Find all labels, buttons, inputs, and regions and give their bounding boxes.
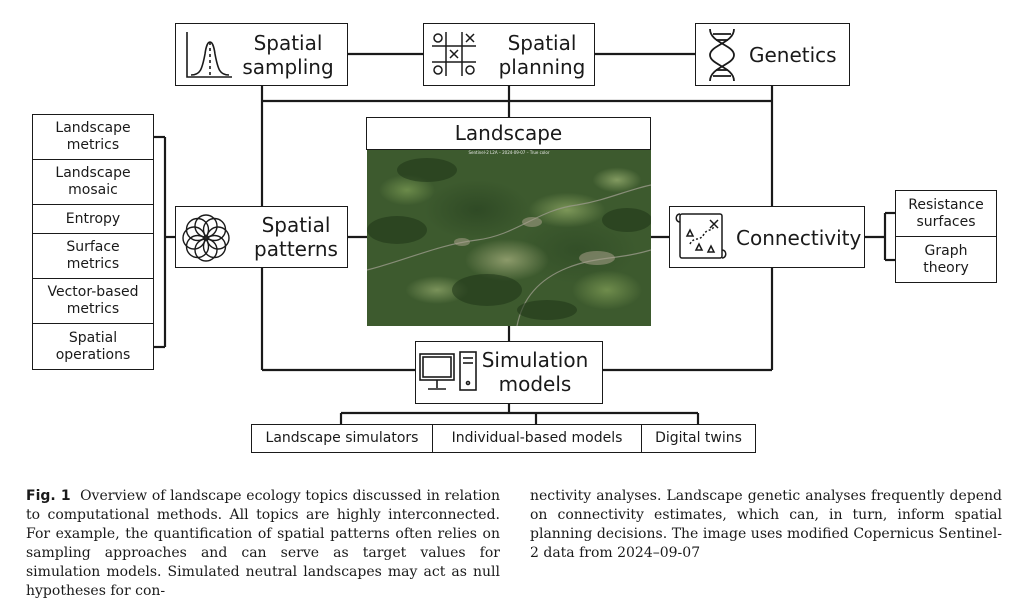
figure-caption-right: nectivity analyses. Landscape genetic an… — [530, 487, 1002, 563]
figure-label: Fig. 1 — [26, 488, 71, 504]
dna-icon — [709, 28, 735, 82]
caption-left-text: Overview of landscape ecology topics dis… — [26, 488, 501, 599]
landscape-title: Landscape — [366, 117, 651, 150]
computer-icon — [419, 351, 477, 391]
figure-caption-left: Fig. 1 Overview of landscape ecology top… — [26, 487, 500, 601]
satellite-header: Sentinel-2 L2A – 2024-09-07 – True color — [468, 150, 550, 155]
satellite-image: Sentinel-2 L2A – 2024-09-07 – True color — [367, 150, 651, 326]
left-item-entropy: Entropy — [32, 204, 154, 234]
treasure-map-icon — [675, 213, 727, 259]
genetics-label: Genetics — [749, 43, 837, 67]
spatial-sampling-node — [175, 23, 348, 86]
spatial-planning-node — [423, 23, 595, 86]
bottom-item-digital-twins: Digital twins — [641, 424, 756, 453]
bottom-item-landscape-simulators: Landscape simulators — [251, 424, 433, 453]
simulation-models-node — [415, 341, 603, 404]
distribution-curve-icon — [186, 32, 232, 78]
bottom-item-individual-based-models: Individual-based models — [432, 424, 642, 453]
flower-pattern-icon — [182, 214, 230, 262]
tic-tac-toe-icon — [432, 32, 476, 76]
connectivity-label: Connectivity — [736, 226, 862, 250]
caption-right-text: nectivity analyses. Landscape genetic an… — [530, 488, 1002, 561]
